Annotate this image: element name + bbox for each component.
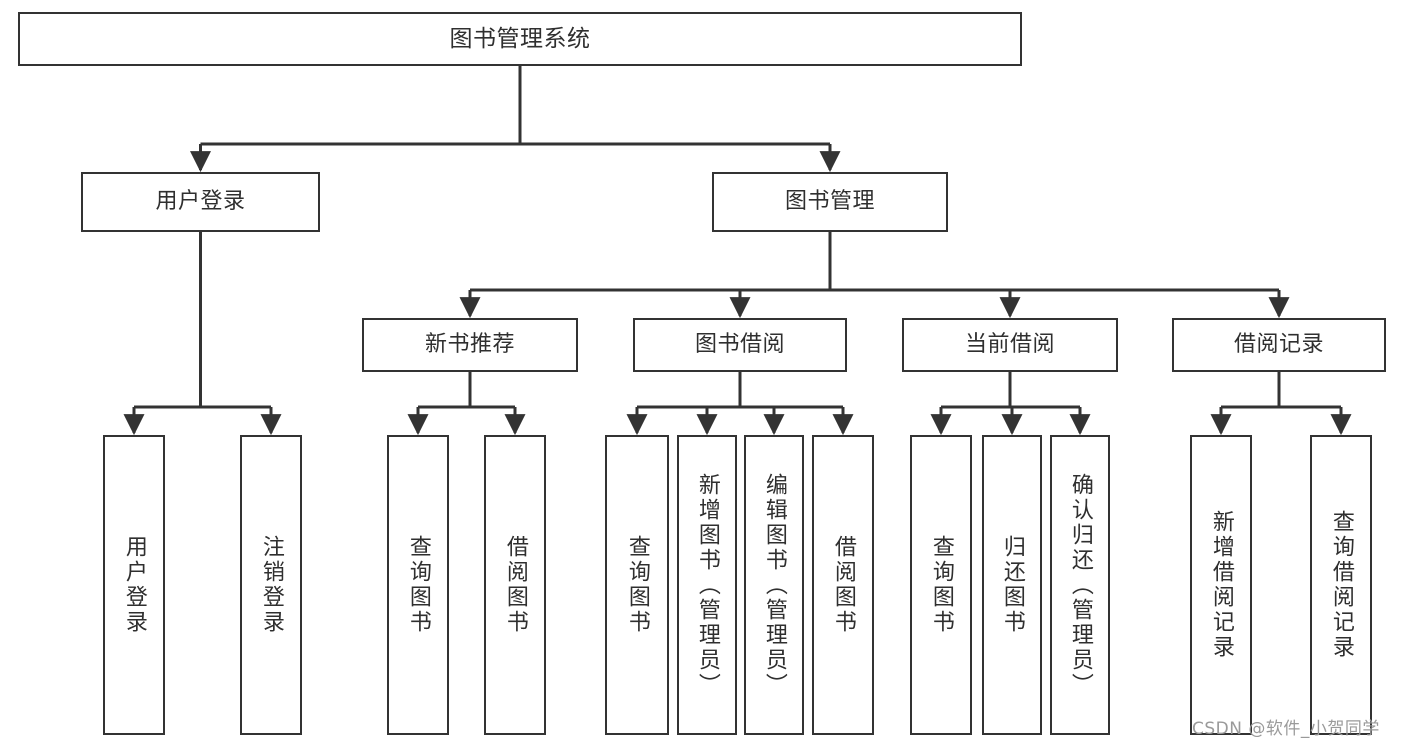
node-leaf-add-record[interactable]: 新增借阅记录 <box>1190 435 1252 735</box>
node-leaf-edit-book[interactable]: 编辑图书（管理员） <box>744 435 804 735</box>
node-leaf-query-book-3[interactable]: 查询图书 <box>910 435 972 735</box>
node-loan-record[interactable]: 借阅记录 <box>1172 318 1386 372</box>
node-label: 查询借阅记录 <box>1328 510 1354 660</box>
node-label: 用户登录 <box>121 535 147 635</box>
node-label: 确认归还（管理员） <box>1067 472 1093 698</box>
node-label: 图书管理 <box>784 189 875 215</box>
node-label: 借阅记录 <box>1233 332 1324 358</box>
node-root[interactable]: 图书管理系统 <box>18 12 1022 66</box>
node-leaf-query-record[interactable]: 查询借阅记录 <box>1310 435 1372 735</box>
node-label: 图书借阅 <box>694 332 785 358</box>
node-leaf-query-book-1[interactable]: 查询图书 <box>387 435 449 735</box>
csdn-watermark: CSDN @软件_小贺同学 <box>1192 719 1380 739</box>
node-label: 注销登录 <box>258 535 284 635</box>
node-label: 查询图书 <box>405 535 431 635</box>
node-user-login[interactable]: 用户登录 <box>81 172 320 232</box>
node-label: 归还图书 <box>999 535 1025 635</box>
node-leaf-user-logout[interactable]: 注销登录 <box>240 435 302 735</box>
node-label: 新书推荐 <box>424 332 515 358</box>
node-leaf-user-login[interactable]: 用户登录 <box>103 435 165 735</box>
node-label: 查询图书 <box>928 535 954 635</box>
node-book-borrow[interactable]: 图书借阅 <box>633 318 847 372</box>
node-book-manage[interactable]: 图书管理 <box>712 172 948 232</box>
node-label: 用户登录 <box>155 189 246 215</box>
node-label: 查询图书 <box>624 535 650 635</box>
node-leaf-query-book-2[interactable]: 查询图书 <box>605 435 669 735</box>
node-leaf-return-book[interactable]: 归还图书 <box>982 435 1042 735</box>
node-label: 借阅图书 <box>502 535 528 635</box>
node-label: 图书管理系统 <box>449 25 591 52</box>
node-current-loan[interactable]: 当前借阅 <box>902 318 1118 372</box>
node-new-book-rec[interactable]: 新书推荐 <box>362 318 578 372</box>
node-label: 借阅图书 <box>830 535 856 635</box>
node-label: 编辑图书（管理员） <box>761 472 787 698</box>
node-label: 当前借阅 <box>964 332 1055 358</box>
node-label: 新增借阅记录 <box>1208 510 1234 660</box>
node-leaf-borrow-book-1[interactable]: 借阅图书 <box>484 435 546 735</box>
node-leaf-confirm-ret[interactable]: 确认归还（管理员） <box>1050 435 1110 735</box>
node-leaf-borrow-book-2[interactable]: 借阅图书 <box>812 435 874 735</box>
node-label: 新增图书（管理员） <box>694 472 720 698</box>
node-leaf-add-book[interactable]: 新增图书（管理员） <box>677 435 737 735</box>
